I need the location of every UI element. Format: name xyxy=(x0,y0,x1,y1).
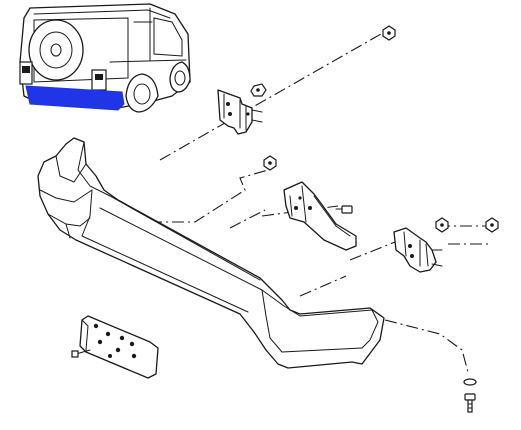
plate-screw xyxy=(71,349,91,358)
spare-wheel xyxy=(28,19,84,81)
highlighted-rear-bumper xyxy=(25,85,125,111)
nut-upper-left xyxy=(250,83,267,97)
washer-bottom xyxy=(463,378,477,386)
rear-bumper xyxy=(37,137,385,369)
bracket-right xyxy=(393,227,443,273)
bolt-bottom xyxy=(464,393,476,413)
nut-right-1 xyxy=(435,217,449,233)
bracket-upper-left xyxy=(217,89,263,135)
nut-center xyxy=(263,155,277,171)
bracket-center xyxy=(283,181,357,251)
nut-right-2 xyxy=(485,217,499,233)
screw-center xyxy=(335,205,353,214)
license-plate-bracket xyxy=(79,315,159,379)
vehicle-thumbnail xyxy=(19,3,191,113)
nut-top xyxy=(382,25,396,41)
